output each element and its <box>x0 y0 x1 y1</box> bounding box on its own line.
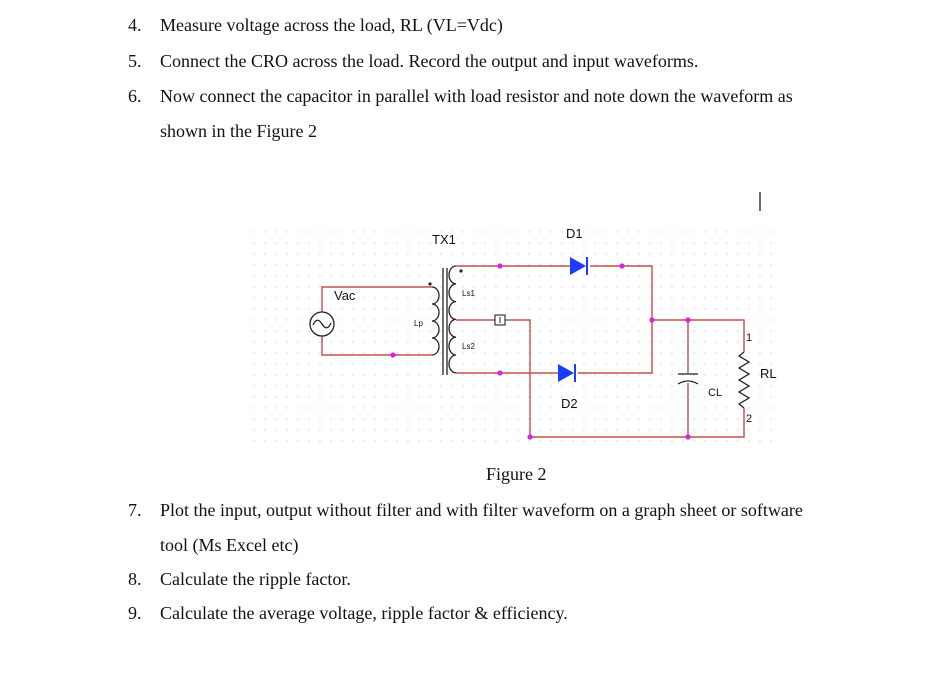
cl-label: CL <box>708 387 722 399</box>
transformer-icon <box>431 265 457 375</box>
resistor-pin-1-label: 1 <box>746 332 752 344</box>
resistor-rl-icon <box>737 351 751 409</box>
lp-label: Lp <box>414 319 423 328</box>
vac-label: Vac <box>334 288 356 303</box>
junction-nodes <box>390 263 691 440</box>
step-number: 5. <box>128 51 142 71</box>
tx1-label: TX1 <box>432 232 456 247</box>
d1-label: D1 <box>566 226 583 241</box>
step-6-continuation: shown in the Figure 2 <box>160 121 317 141</box>
schematic-grid <box>245 222 780 447</box>
step-text: Connect the CRO across the load. Record … <box>160 51 699 71</box>
step-text: Measure voltage across the load, RL (VL=… <box>160 15 503 35</box>
step-text: Now connect the capacitor in parallel wi… <box>160 86 793 106</box>
step-number: 8. <box>128 569 142 589</box>
step-text: Plot the input, output without filter an… <box>160 500 803 520</box>
rl-label: RL <box>760 366 777 381</box>
step-number: 4. <box>128 15 142 35</box>
diode-d1-icon <box>570 257 588 275</box>
polarity-dot-icon <box>459 269 463 273</box>
step-text: Calculate the average voltage, ripple fa… <box>160 603 568 623</box>
step-text: Calculate the ripple factor. <box>160 569 351 589</box>
capacitor-cl-icon <box>677 373 699 385</box>
step-7-continuation: tool (Ms Excel etc) <box>160 535 299 555</box>
resistor-pin-2-label: 2 <box>746 413 752 425</box>
step-number: 7. <box>128 500 142 520</box>
ls1-label: Ls1 <box>462 289 475 298</box>
ac-source-icon <box>309 311 335 337</box>
polarity-dot-icon <box>428 282 432 286</box>
d2-label: D2 <box>561 396 578 411</box>
diode-d2-icon <box>558 364 576 382</box>
step-number: 9. <box>128 603 142 623</box>
ls2-label: Ls2 <box>462 342 475 351</box>
figure-caption: Figure 2 <box>486 464 547 484</box>
step-number: 6. <box>128 86 142 106</box>
